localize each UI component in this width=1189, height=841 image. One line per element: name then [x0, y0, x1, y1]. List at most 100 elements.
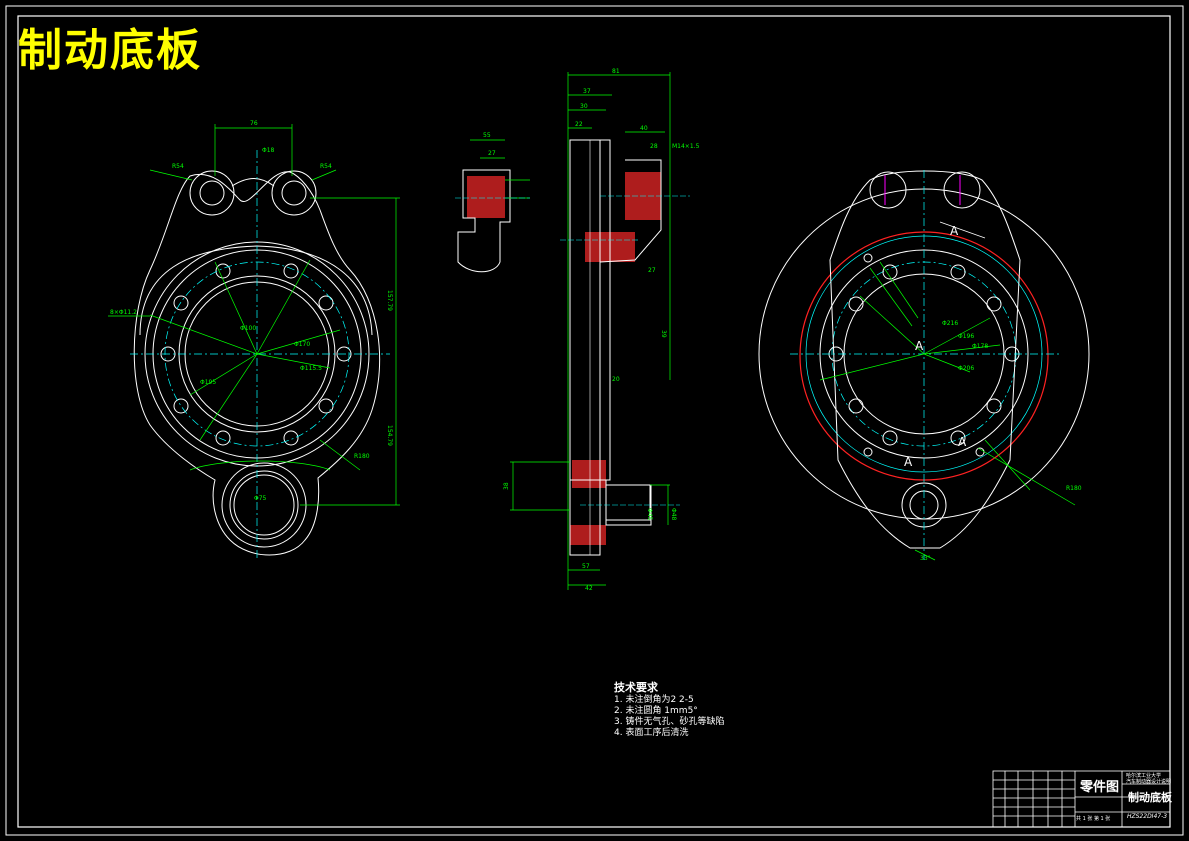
- dim-text: R54: [320, 163, 332, 170]
- bolt-hole: [950, 430, 966, 446]
- dim-text: 157.79: [386, 290, 393, 311]
- bolt-hole: [848, 398, 864, 414]
- right-dim-text: Φ216 Φ196 Φ178 Φ206 R180 33°: [920, 320, 1082, 562]
- bolt-hole: [950, 264, 966, 280]
- dim-text: 28: [650, 143, 658, 150]
- title-block-school-1: 哈尔滨工业大学: [1126, 773, 1162, 779]
- dim-text: M14×1.5: [672, 143, 700, 150]
- section-view: 81 37 30 22 40 28 M14×1.5 27 39 20 57 42…: [503, 68, 700, 592]
- bolt-hole: [215, 430, 231, 446]
- front-bolt-holes: [160, 263, 352, 446]
- dim-text: 76: [250, 120, 258, 127]
- bolt-hole: [173, 398, 189, 414]
- bolt-hole: [848, 296, 864, 312]
- front-top-lug-right: [271, 170, 317, 216]
- dim-line: [923, 344, 1001, 355]
- section-hatch: [572, 460, 606, 488]
- title-block-frame: [992, 770, 1171, 828]
- bolt-hole: [986, 398, 1002, 414]
- dim-line: [984, 439, 1031, 491]
- front-bottom-boss-inner: [233, 474, 295, 536]
- dim-text: Φ100: [240, 325, 256, 332]
- dim-line: [199, 353, 258, 441]
- dim-line: [923, 353, 971, 373]
- front-dim-text: 76 R54 R54 Φ18 8×Φ11.2 Φ195 Φ170 Φ115.5 …: [110, 120, 393, 502]
- dim-text: 22: [575, 121, 583, 128]
- right-bottom-boss: [901, 482, 947, 528]
- front-top-bridge: [231, 178, 275, 187]
- dim-text: R180: [1066, 485, 1082, 492]
- dim-line: [149, 314, 258, 355]
- section-outline: [569, 139, 662, 556]
- dim-text: 40: [640, 125, 648, 132]
- front-top-hole-right: [281, 180, 307, 206]
- right-bolt-holes: [828, 253, 1020, 457]
- dim-text: Φ195: [200, 379, 216, 386]
- dim-text: Φ178: [972, 343, 988, 350]
- right-top-lug-left: [869, 171, 907, 209]
- dim-text: 20: [612, 376, 620, 383]
- dim-text: Φ115.5: [300, 365, 322, 372]
- bolt-hole: [882, 430, 898, 446]
- dim-line: [214, 261, 258, 355]
- bolt-hole: [863, 447, 873, 457]
- bolt-hole: [318, 295, 334, 311]
- tech-req-item-2: 2. 未注圆角 1mm5°: [614, 706, 698, 716]
- dim-line: [256, 353, 331, 369]
- inner-frame: [17, 15, 1171, 828]
- tech-req-item-4: 4. 表面工序后清洗: [614, 728, 689, 738]
- bolt-hole: [986, 296, 1002, 312]
- dim-text: 55: [483, 132, 491, 139]
- front-top-hole-left: [199, 180, 225, 206]
- dim-line: [819, 353, 925, 381]
- front-bottom-boss-outer: [221, 462, 307, 548]
- dim-line: [256, 329, 341, 355]
- section-mark: A: [904, 455, 913, 469]
- dim-line: [189, 353, 258, 396]
- dim-text: R180: [354, 453, 370, 460]
- right-centerlines: [790, 170, 1060, 560]
- dim-text: Φ45: [646, 508, 653, 521]
- drawing-title: 制动底板: [18, 25, 202, 76]
- dim-text: Φ216: [942, 320, 958, 327]
- bolt-hole: [863, 253, 873, 263]
- bolt-hole: [975, 447, 985, 457]
- dim-line: [311, 169, 337, 181]
- bolt-hole: [283, 430, 299, 446]
- front-centerlines: [130, 150, 390, 560]
- front-outline: [133, 171, 381, 556]
- detail-hatch: [467, 176, 505, 218]
- dim-text: 154.79: [386, 425, 393, 446]
- title-block-school-2: 汽车制动器设计说明: [1126, 779, 1172, 785]
- bolt-hole: [215, 263, 231, 279]
- dim-text: 8×Φ11.2: [110, 309, 137, 316]
- title-block-drawing-no: HZS22DI47-3: [1127, 813, 1168, 820]
- dim-text: 81: [612, 68, 620, 75]
- dim-line: [923, 317, 991, 355]
- detail-outline: [457, 169, 511, 273]
- section-mark: A: [950, 224, 959, 238]
- dim-text: 27: [648, 267, 656, 274]
- dim-text: 33°: [920, 555, 931, 562]
- dim-line: [977, 447, 1076, 506]
- dim-text: 27: [488, 150, 496, 157]
- front-bottom-boss-mid: [229, 470, 299, 540]
- title-block-sheet-info: 共 1 张 第 1 张: [1076, 816, 1111, 822]
- bolt-hole: [283, 263, 299, 279]
- dim-text: Φ18: [262, 147, 275, 154]
- dim-text: 57: [582, 563, 590, 570]
- outer-frame: [5, 5, 1184, 836]
- bolt-hole: [173, 295, 189, 311]
- tech-req-item-1: 1. 未注倒角为2 2-5: [614, 695, 694, 705]
- front-dimensions: [108, 124, 400, 506]
- dim-text: Φ75: [254, 495, 267, 502]
- section-hatch: [570, 525, 606, 545]
- dim-line: [319, 439, 361, 471]
- dim-line: [859, 295, 925, 355]
- dim-text: 38: [503, 482, 510, 490]
- dim-text: Φ196: [958, 333, 974, 340]
- section-mark: A: [958, 435, 967, 449]
- right-top-lug-right: [943, 171, 981, 209]
- dim-text: R54: [172, 163, 184, 170]
